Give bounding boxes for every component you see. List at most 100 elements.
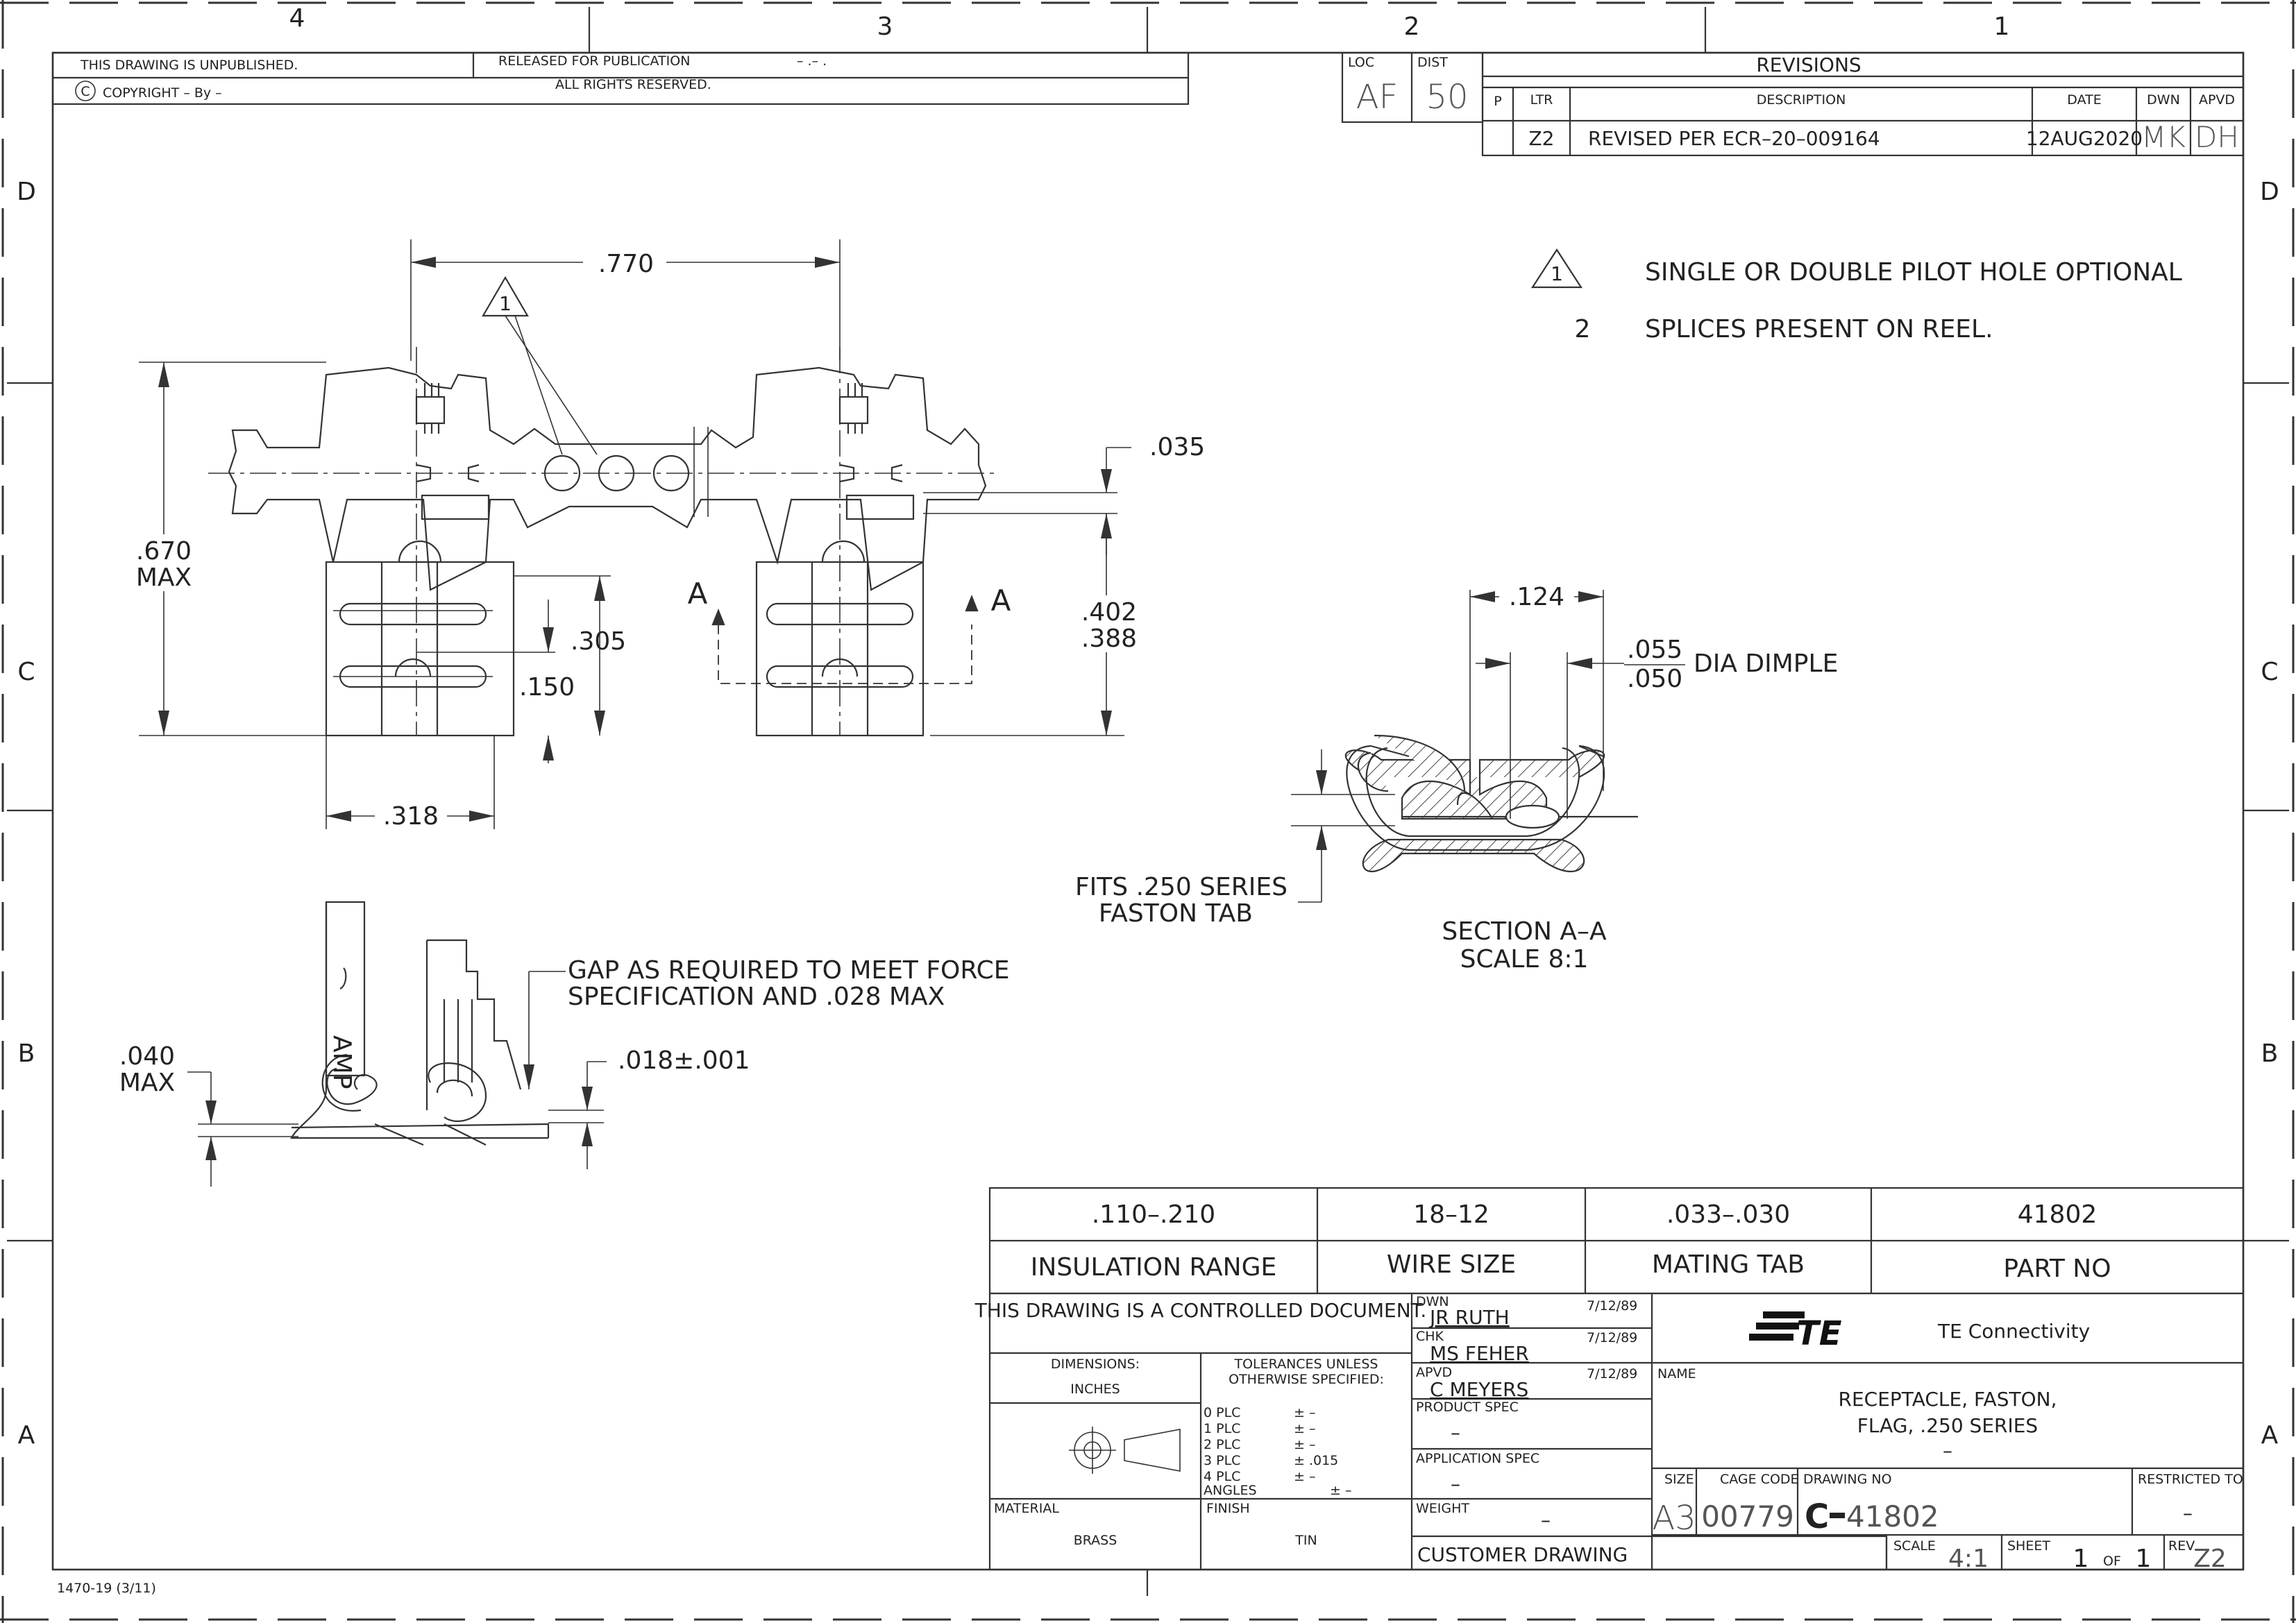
tolerance-list: 0 PLC ± – 1 PLC ± – 2 PLC ± – 3 PLC ± .0…	[1204, 1405, 1351, 1498]
chk-name: MS FEHER	[1430, 1342, 1529, 1365]
sheet-of: OF	[2103, 1554, 2121, 1569]
revisions-title: REVISIONS	[1756, 53, 1861, 76]
company-name: TE Connectivity	[1937, 1320, 2090, 1343]
title-block: THIS DRAWING IS A CONTROLLED DOCUMENT. D…	[974, 1292, 2245, 1573]
tol-1-value: ± –	[1294, 1421, 1315, 1436]
publication-header: THIS DRAWING IS UNPUBLISHED. C COPYRIGHT…	[51, 51, 1190, 105]
dimple-diameter-upper: .055	[1627, 636, 1682, 664]
tolerances-line2: OTHERWISE SPECIFIED:	[1229, 1372, 1384, 1387]
application-spec-label: APPLICATION SPEC	[1416, 1451, 1539, 1466]
insulation-range-value: .110–.210	[1092, 1200, 1215, 1229]
zone-right-d: D	[2260, 178, 2279, 206]
section-cut-label-right: A	[991, 584, 1011, 618]
wire-size-label: WIRE SIZE	[1387, 1250, 1516, 1279]
customer-drawing: CUSTOMER DRAWING	[1417, 1543, 1628, 1566]
rev-col-p: P	[1494, 94, 1501, 109]
finish-label: FINISH	[1206, 1501, 1250, 1516]
released-label: RELEASED FOR PUBLICATION	[498, 53, 690, 69]
weight-value: –	[1541, 1509, 1551, 1531]
tolerances-line1: TOLERANCES UNLESS	[1234, 1357, 1378, 1372]
apvd-date: 7/12/89	[1587, 1366, 1637, 1382]
rev-desc: REVISED PER ECR–20–009164	[1588, 127, 1880, 150]
sheet-label: SHEET	[2007, 1538, 2050, 1554]
zone-left-b: B	[18, 1039, 35, 1068]
dwn-name: JR RUTH	[1428, 1306, 1510, 1329]
dist-label: DIST	[1417, 55, 1448, 70]
scale-label: SCALE	[1893, 1538, 1936, 1554]
zone-top-2: 2	[1404, 12, 1420, 41]
product-spec-label: PRODUCT SPEC	[1416, 1400, 1519, 1415]
mating-tab-value: .033–.030	[1666, 1200, 1790, 1229]
note-1-number: 1	[1551, 262, 1563, 285]
dimple-diameter-lower: .050	[1627, 665, 1682, 693]
released-date: – .– .	[797, 53, 827, 69]
copyright-notice: COPYRIGHT – By –	[103, 85, 222, 101]
name-label: NAME	[1657, 1366, 1696, 1382]
drawing-number-label: DRAWING NO	[1803, 1472, 1892, 1487]
zone-top-4: 4	[289, 4, 305, 33]
size-label: SIZE	[1664, 1472, 1694, 1487]
form-number: 1470-19 (3/11)	[57, 1581, 156, 1596]
height-max-unit: MAX	[136, 563, 192, 592]
revision-row: Z2 REVISED PER ECR–20–009164 12AUG2020 M…	[1529, 120, 2239, 154]
dimensions-unit: INCHES	[1070, 1382, 1120, 1397]
tol-0-value: ± –	[1294, 1405, 1315, 1420]
dwn-date: 7/12/89	[1587, 1298, 1637, 1314]
rights-reserved: ALL RIGHTS RESERVED.	[555, 77, 711, 92]
title-line2: FLAG, .250 SERIES	[1857, 1414, 2038, 1437]
section-a-a-view: .124 .055 .050 DIA DIMPLE FITS .250 SERI…	[1075, 580, 1838, 974]
rev-value: Z2	[2193, 1545, 2227, 1573]
material-label: MATERIAL	[994, 1501, 1059, 1516]
copyright-symbol: C	[81, 84, 90, 99]
tol-3-value: ± .015	[1294, 1453, 1338, 1468]
rev-col-desc: DESCRIPTION	[1757, 92, 1846, 108]
top-view-strip: A A 1 .770 .670 MAX .035 .4	[125, 239, 1205, 831]
loc-label: LOC	[1348, 55, 1374, 70]
apvd-name: C MEYERS	[1430, 1378, 1528, 1401]
tol-0-label: 0 PLC	[1204, 1405, 1240, 1420]
rev-date: 12AUG2020	[2026, 127, 2143, 150]
part-number-value: 41802	[2018, 1200, 2097, 1229]
unpublished-notice: THIS DRAWING IS UNPUBLISHED.	[80, 58, 298, 73]
note-1-text: SINGLE OR DOUBLE PILOT HOLE OPTIONAL	[1645, 258, 2182, 287]
height-max-value: .670	[136, 537, 192, 566]
receptacle-height-lower: .388	[1081, 624, 1137, 653]
tol-2-value: ± –	[1294, 1437, 1315, 1452]
part-number-label: PART NO	[2003, 1255, 2111, 1283]
width-dimension: .318	[383, 802, 439, 831]
restricted-label: RESTRICTED TO	[2138, 1472, 2243, 1487]
drawing-number-value: 41802	[1846, 1499, 1939, 1533]
product-spec-value: –	[1451, 1421, 1460, 1444]
wire-size-value: 18–12	[1413, 1200, 1489, 1229]
material-value: BRASS	[1074, 1533, 1117, 1548]
dist-value: 50	[1426, 78, 1468, 117]
apvd-label: APVD	[1416, 1365, 1452, 1380]
weight-label: WEIGHT	[1416, 1501, 1469, 1516]
side-view: AMP GAP AS REQUIRED TO MEET FORCE SPECIF…	[119, 901, 1010, 1187]
gap-040-unit: MAX	[119, 1069, 175, 1097]
te-logo-text: TE	[1796, 1314, 1842, 1353]
pilot-hole-note-flag: 1	[499, 292, 512, 315]
dimple-diameter-text: DIA DIMPLE	[1694, 649, 1838, 678]
cage-code-value: 00779	[1701, 1499, 1794, 1533]
restricted-value: –	[2183, 1502, 2193, 1524]
insulation-range-label: INSULATION RANGE	[1031, 1253, 1277, 1282]
finish-value: TIN	[1294, 1533, 1317, 1548]
drawing-notes: 1 SINGLE OR DOUBLE PILOT HOLE OPTIONAL 2…	[1530, 248, 2182, 343]
size-value: A3	[1652, 1499, 1696, 1538]
loc-dist-block: LOC AF DIST 50	[1341, 51, 1484, 124]
third-angle-projection-icon	[1069, 1427, 1181, 1474]
dimensions-label: DIMENSIONS:	[1051, 1357, 1140, 1372]
tol-1-label: 1 PLC	[1204, 1421, 1240, 1436]
gap-note-line1: GAP AS REQUIRED TO MEET FORCE	[568, 956, 1010, 985]
te-logo: TE	[1749, 1311, 1842, 1353]
amp-mark: AMP	[328, 1035, 356, 1089]
section-scale: SCALE 8:1	[1460, 945, 1589, 974]
title-line3: –	[1943, 1439, 1952, 1462]
section-title: SECTION A–A	[1442, 917, 1607, 946]
tol-4-label: 4 PLC	[1204, 1469, 1240, 1484]
dwn-label: DWN	[1416, 1294, 1449, 1309]
rev-dwn: MK	[2141, 120, 2186, 154]
rev-col-date: DATE	[2067, 92, 2101, 108]
